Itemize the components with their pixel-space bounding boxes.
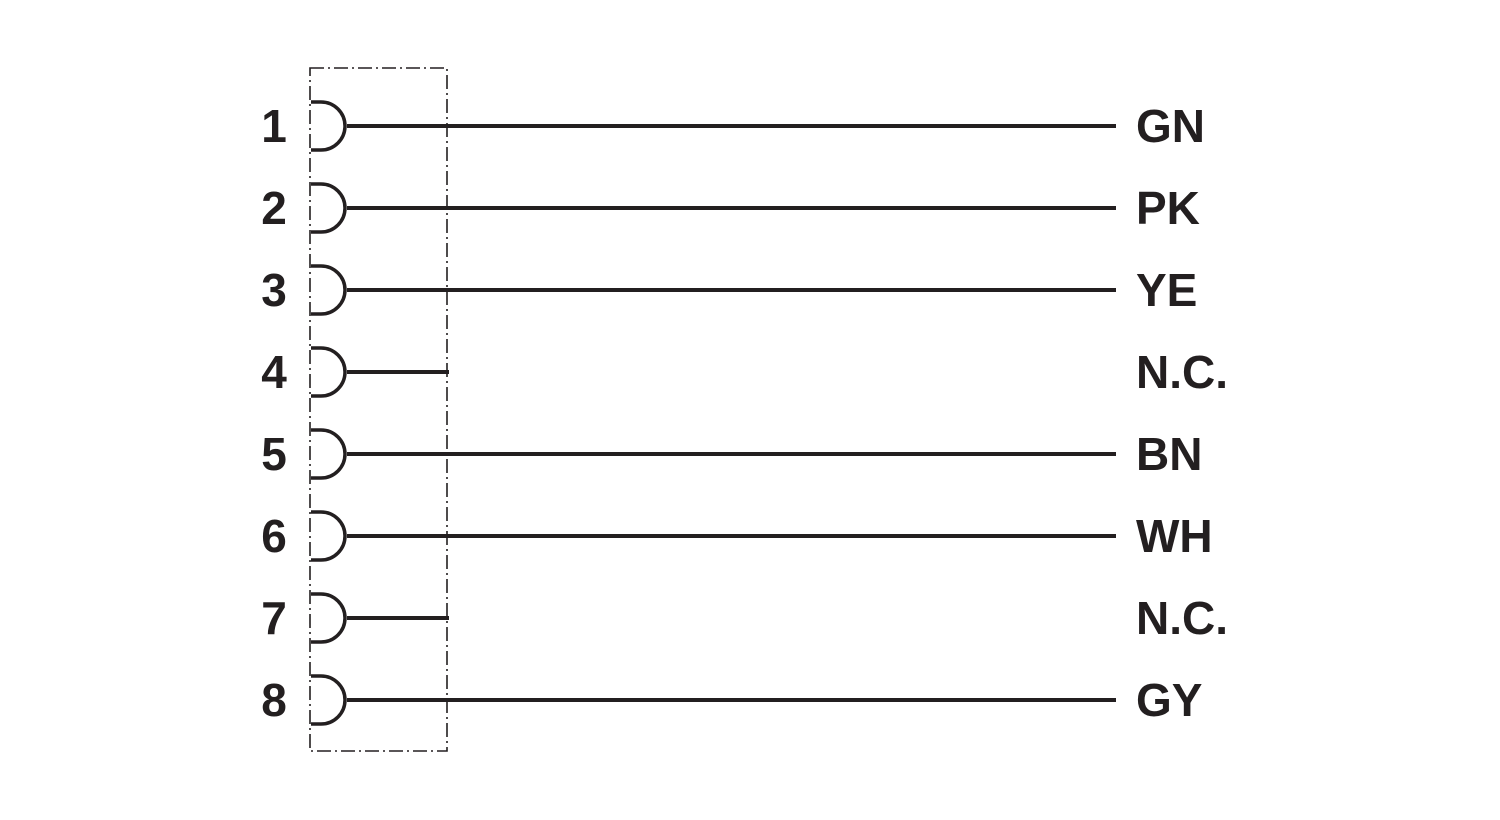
pin-number: 8 — [261, 674, 287, 726]
wire-color-label: BN — [1136, 428, 1202, 480]
pin-number: 4 — [261, 346, 287, 398]
socket-contact-icon — [311, 428, 347, 480]
pin-row: 8 GY — [261, 674, 1202, 726]
pin-row: 1 GN — [261, 100, 1205, 152]
wire-color-label: GY — [1136, 674, 1202, 726]
pin-row: 5 BN — [261, 428, 1202, 480]
wire-color-label: WH — [1136, 510, 1213, 562]
socket-contact-icon — [311, 674, 347, 726]
socket-contact-icon — [311, 100, 347, 152]
wire-color-label: GN — [1136, 100, 1205, 152]
socket-contact-icon — [311, 592, 347, 644]
socket-contact-icon — [311, 264, 347, 316]
pin-row: 7 N.C. — [261, 592, 1228, 644]
pin-row: 3 YE — [261, 264, 1197, 316]
wire-color-label: N.C. — [1136, 592, 1228, 644]
wire-color-label: N.C. — [1136, 346, 1228, 398]
pin-row: 4 N.C. — [261, 346, 1228, 398]
pin-number: 1 — [261, 100, 287, 152]
pin-number: 6 — [261, 510, 287, 562]
socket-contact-icon — [311, 510, 347, 562]
pin-number: 2 — [261, 182, 287, 234]
wire-color-label: PK — [1136, 182, 1200, 234]
pin-row: 2 PK — [261, 182, 1200, 234]
pin-number: 3 — [261, 264, 287, 316]
socket-contact-icon — [311, 346, 347, 398]
pin-number: 7 — [261, 592, 287, 644]
pin-row: 6 WH — [261, 510, 1212, 562]
wire-color-label: YE — [1136, 264, 1197, 316]
connector-housing-outline — [309, 67, 448, 752]
socket-contact-icon — [311, 182, 347, 234]
pin-number: 5 — [261, 428, 287, 480]
